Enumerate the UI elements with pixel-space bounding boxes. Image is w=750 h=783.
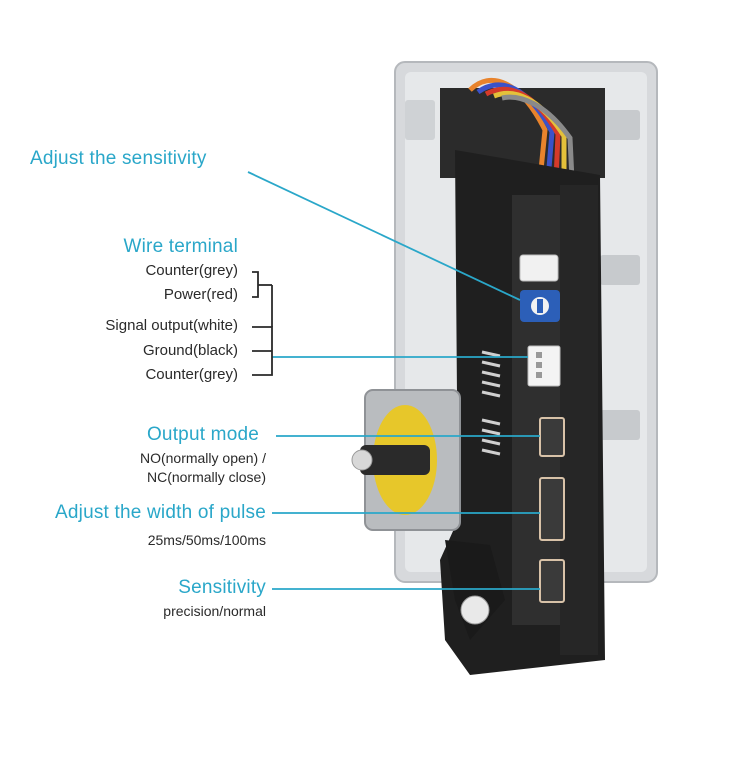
pulse-width-options: 25ms/50ms/100ms xyxy=(147,532,266,548)
output-mode-switch xyxy=(539,417,565,457)
wire-bracket-group xyxy=(252,271,273,376)
label-wire-terminal-title: Wire terminal xyxy=(123,236,238,257)
wire-item-counter-grey-1: Counter(grey) xyxy=(145,262,238,279)
label-sensitivity-title: Sensitivity xyxy=(178,577,266,598)
wire-bundle xyxy=(468,78,575,181)
spring xyxy=(481,350,501,456)
pulse-width-switch xyxy=(539,477,565,541)
wire-item-ground-black: Ground(black) xyxy=(142,342,238,359)
output-mode-line2: NC(normally close) xyxy=(146,469,266,485)
sensitivity-switch xyxy=(539,559,565,603)
leader-sensitivity-adjust xyxy=(247,171,521,301)
bracket-top xyxy=(252,271,259,298)
label-pulse-width-title: Adjust the width of pulse xyxy=(55,502,266,523)
wire-item-power-red: Power(red) xyxy=(163,286,238,303)
white-connector xyxy=(519,254,559,282)
output-mode-line1: NO(normally open) / xyxy=(139,450,266,466)
label-output-mode-title: Output mode xyxy=(146,424,259,445)
sensitivity-options: precision/normal xyxy=(163,603,266,619)
label-adjust-sensitivity: Adjust the sensitivity xyxy=(30,148,207,169)
wire-item-counter-grey-2: Counter(grey) xyxy=(145,366,238,383)
wire-item-signal-output-white: Signal output(white) xyxy=(105,317,238,334)
